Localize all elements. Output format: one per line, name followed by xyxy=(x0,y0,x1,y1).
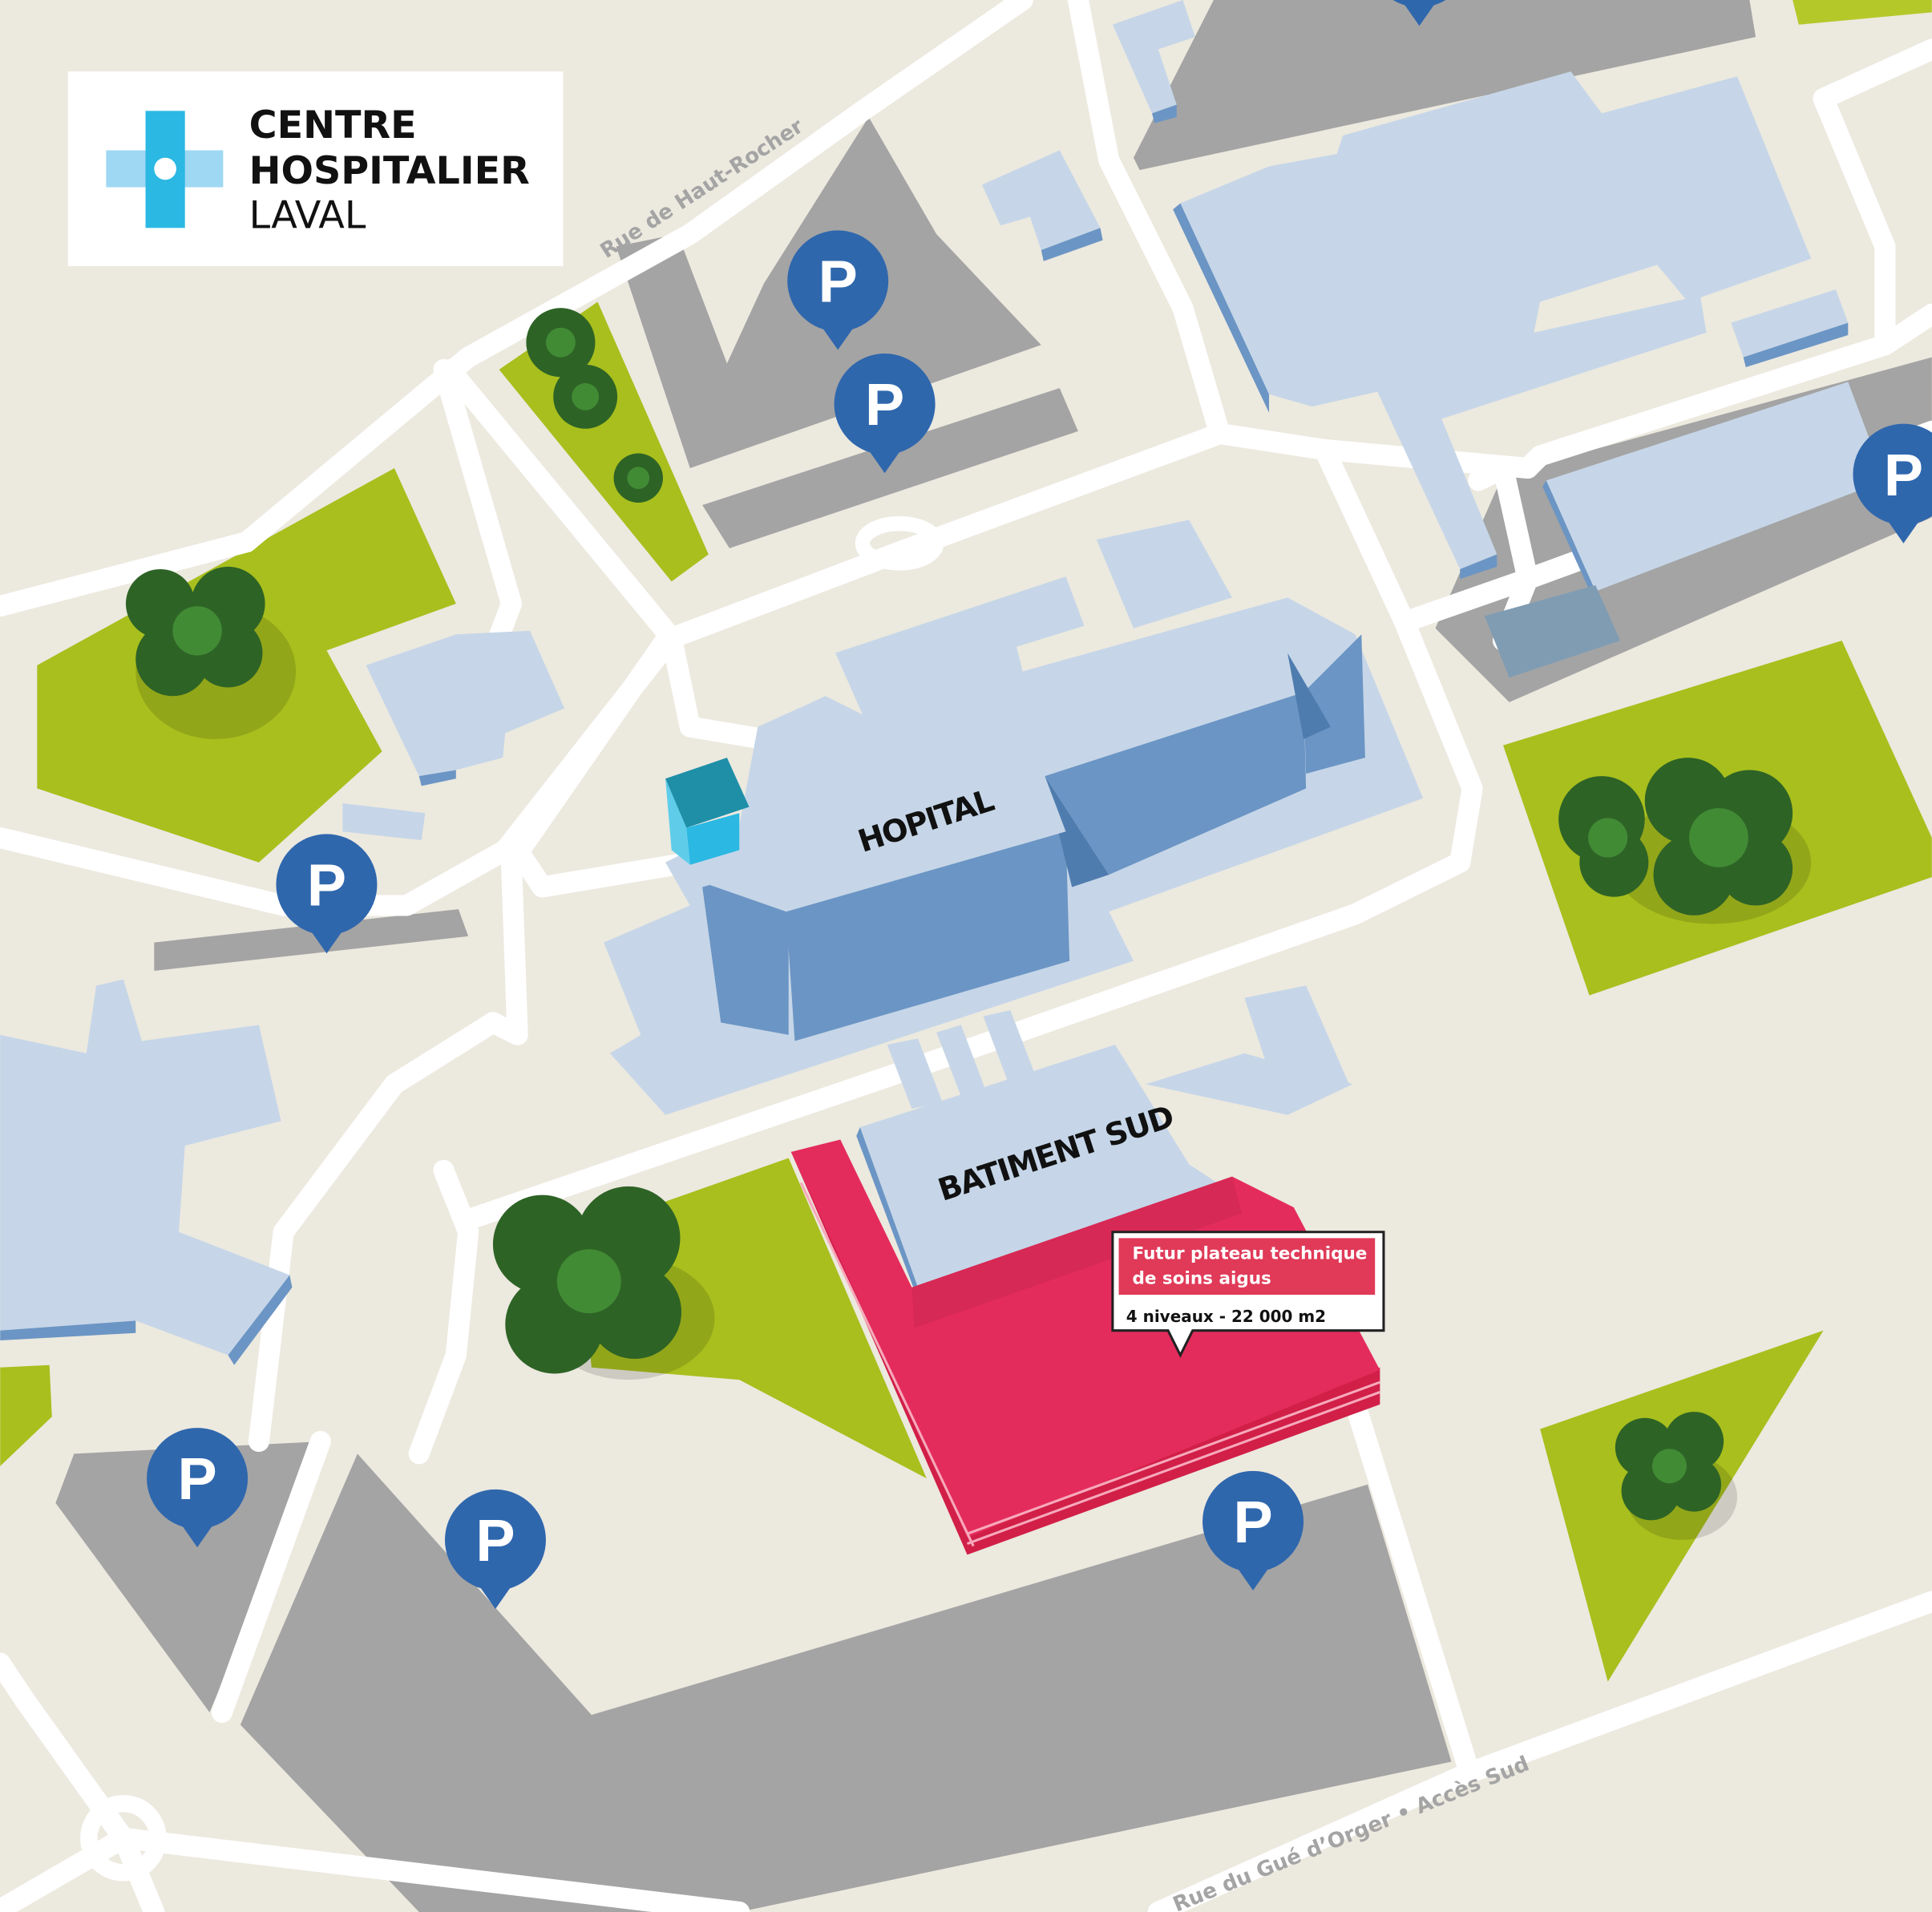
svg-text:P: P xyxy=(818,248,858,314)
future-building-callout: Futur plateau technique de soins aigus 4… xyxy=(1111,1231,1385,1358)
parking-pin-icon[interactable]: P xyxy=(276,834,378,954)
callout-title-line1: Futur plateau technique xyxy=(1132,1244,1367,1264)
callout-title-line2: de soins aigus xyxy=(1132,1268,1271,1288)
parking-pins: P P P P P P P xyxy=(147,0,1932,1609)
trees xyxy=(125,308,1812,1540)
svg-text:P: P xyxy=(1233,1489,1272,1555)
logo-line-centre: CENTRE xyxy=(249,103,417,148)
parking-pin-icon[interactable]: P xyxy=(444,1489,546,1609)
parking-pin-icon[interactable]: P xyxy=(834,354,936,474)
parking-pin-icon[interactable] xyxy=(1369,0,1470,26)
svg-text:P: P xyxy=(475,1507,515,1574)
svg-text:P: P xyxy=(307,851,346,918)
medical-cross-icon xyxy=(106,111,224,228)
svg-text:P: P xyxy=(1884,442,1923,508)
logo-line-hospitalier: HOSPITALIER xyxy=(249,149,530,193)
buildings xyxy=(0,0,1886,1365)
svg-text:P: P xyxy=(865,371,904,438)
parking-pin-icon[interactable]: P xyxy=(1853,423,1932,544)
logo-line-laval: LAVAL xyxy=(249,193,366,237)
hospital-logo: CENTRE HOSPITALIER LAVAL xyxy=(67,71,564,266)
parking-pin-icon[interactable]: P xyxy=(787,230,889,350)
svg-text:P: P xyxy=(177,1445,216,1512)
parking-pin-icon[interactable]: P xyxy=(1202,1470,1304,1591)
parking-pin-icon[interactable]: P xyxy=(147,1428,249,1548)
callout-details: 4 niveaux - 22 000 m2 xyxy=(1126,1307,1326,1326)
